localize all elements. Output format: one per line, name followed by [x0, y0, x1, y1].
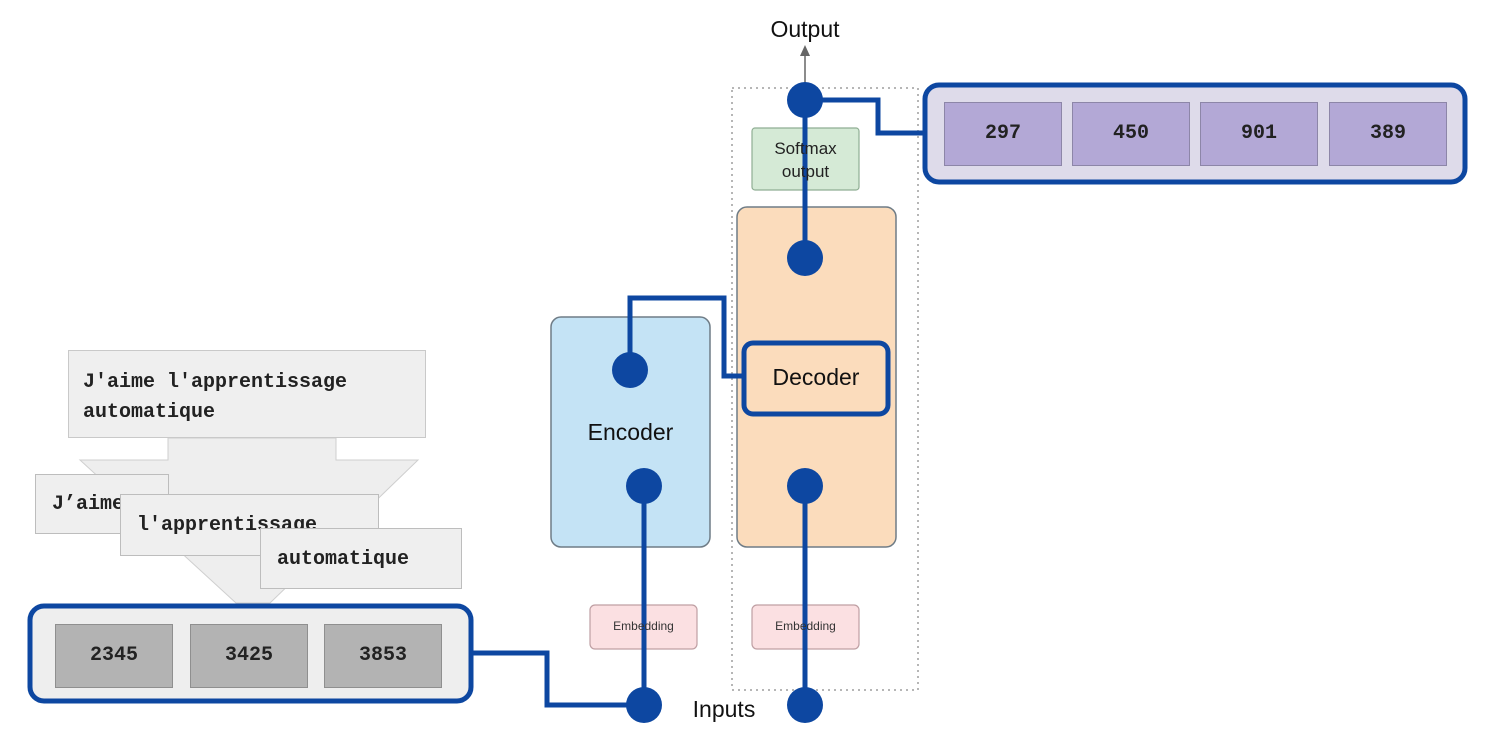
output-id-cell: 297	[944, 102, 1062, 166]
input-id-value: 3853	[358, 644, 407, 667]
output-arrow-head	[800, 45, 810, 56]
output-label: Output	[770, 16, 840, 42]
source-sentence-text: J'aime l'apprentissage automatique	[83, 371, 348, 424]
encoder-top-dot	[612, 352, 648, 388]
source-sentence-box: J'aime l'apprentissage automatique	[68, 350, 426, 438]
token-text: automatique	[277, 548, 410, 571]
decoder-embedding-label: Embedding	[775, 619, 836, 633]
input-id-cell: 2345	[55, 624, 173, 688]
decoder-top-dot	[787, 240, 823, 276]
encoder-bottom-dot	[626, 468, 662, 504]
output-id-cell: 450	[1072, 102, 1190, 166]
token-text: J’aime	[52, 493, 125, 516]
output-id-cell: 901	[1200, 102, 1318, 166]
encoder-input-dot	[626, 687, 662, 723]
decoder-attention-box	[741, 340, 891, 417]
input-ids-to-encoder-link	[471, 650, 644, 708]
input-id-cell: 3853	[324, 624, 442, 688]
encoder-embedding-label: Embedding	[613, 619, 674, 633]
output-id-value: 901	[1240, 122, 1277, 145]
output-id-value: 389	[1369, 122, 1406, 145]
token-box-3: automatique	[260, 528, 462, 589]
inputs-label: Inputs	[692, 696, 756, 722]
encoder-label: Encoder	[587, 419, 674, 445]
decoder-bottom-dot	[787, 468, 823, 504]
output-id-value: 450	[1112, 122, 1149, 145]
output-to-ids-link	[805, 97, 925, 136]
decoder-stack-dotted-box	[731, 87, 919, 691]
output-id-value: 297	[984, 122, 1021, 145]
output-id-cell: 389	[1329, 102, 1447, 166]
encoder-to-decoder-link	[627, 295, 744, 379]
input-id-cell: 3425	[190, 624, 308, 688]
decoder-input-dot	[787, 687, 823, 723]
output-dot	[787, 82, 823, 118]
input-id-value: 2345	[89, 644, 138, 667]
decoder-label: Decoder	[772, 364, 860, 390]
softmax-label: Softmax output	[774, 139, 837, 181]
input-id-value: 3425	[224, 644, 273, 667]
